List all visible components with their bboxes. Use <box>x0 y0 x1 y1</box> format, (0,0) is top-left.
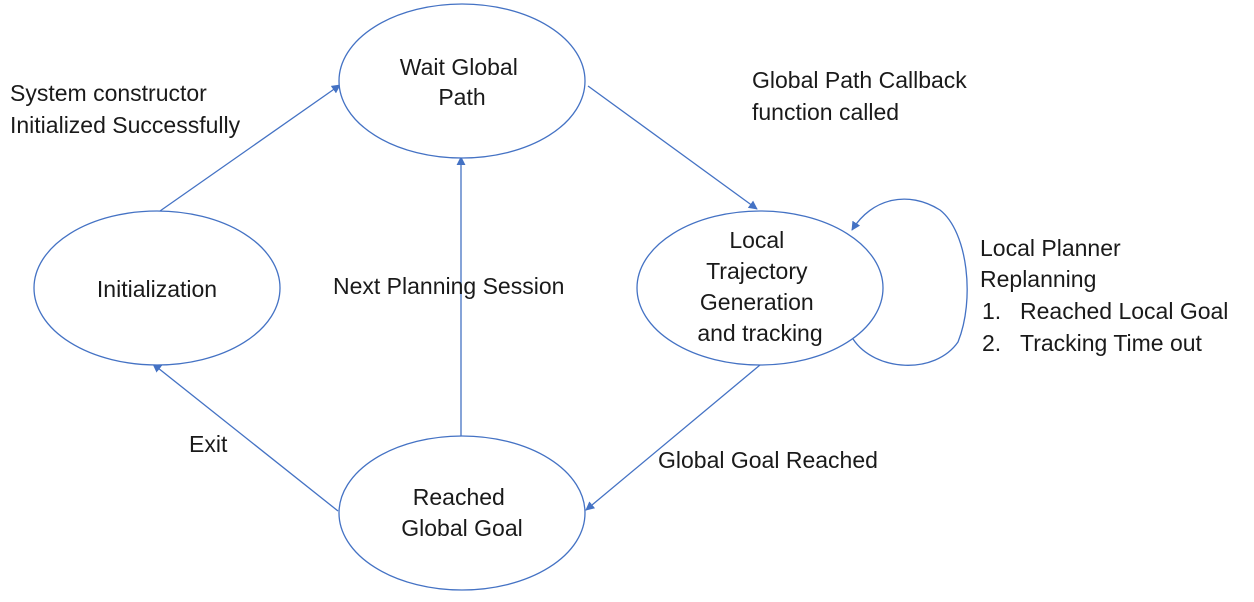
svg-text:Wait Global Path: Wait Global Path <box>400 54 524 110</box>
label-wait-to-local: Global Path Callback function called <box>752 67 973 125</box>
state-label: Generation <box>700 289 814 315</box>
state-label: and tracking <box>697 320 822 346</box>
state-label: Reached <box>413 484 505 510</box>
svg-text:Initialization: Initialization <box>97 276 217 302</box>
state-wait-global-path: Wait Global Path <box>338 3 586 159</box>
edge-wait-to-local <box>587 85 758 210</box>
label-init-to-wait: System constructor Initialized Successfu… <box>10 80 241 138</box>
state-label: Local <box>729 227 784 253</box>
label-goal-to-wait: Next Planning Session <box>333 273 564 299</box>
label-local-to-goal: Global Goal Reached <box>658 447 878 473</box>
state-local-trajectory: Local Trajectory Generation and tracking <box>636 210 884 366</box>
state-label: Global Goal <box>401 515 522 541</box>
state-initialization: Initialization <box>33 210 281 366</box>
state-reached-global-goal: Reached Global Goal <box>338 435 586 591</box>
label-local-self-loop: Local Planner Replanning <box>980 235 1127 292</box>
svg-text:Local Trajectory G: Local Trajectory Generation and tracking <box>697 227 822 346</box>
edge-init-to-wait <box>159 84 341 212</box>
svg-text:Reached Global Goal: Reached Global Goal <box>401 484 522 541</box>
state-label: Initialization <box>97 276 217 302</box>
label-goal-to-init: Exit <box>189 431 228 457</box>
state-label: Wait Global <box>400 54 518 80</box>
edge-local-to-goal <box>585 364 761 511</box>
self-loop-condition-2: 2. Tracking Time out <box>982 330 1203 356</box>
self-loop-condition-1: 1. Reached Local Goal <box>982 298 1228 324</box>
state-label: Path <box>438 84 485 110</box>
state-label: Trajectory <box>706 258 808 284</box>
edge-goal-to-init <box>152 363 339 512</box>
edge-local-self-loop <box>851 198 968 366</box>
